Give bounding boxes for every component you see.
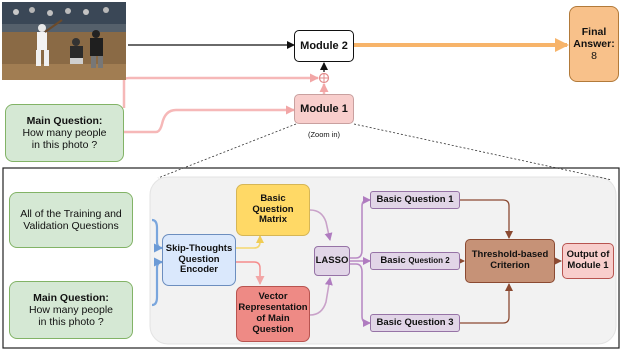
concat-circle-icon <box>318 72 330 84</box>
encoder-line2: Question <box>178 253 220 265</box>
zoom-in-label: (Zoom in) <box>307 129 341 139</box>
training-questions-box: All of the Training and Validation Quest… <box>9 192 133 248</box>
training-questions-line1: All of the Training and <box>20 207 122 220</box>
arrow-vector-to-lasso <box>309 277 333 316</box>
encoder-line3: Encoder <box>179 264 218 276</box>
arrow-lasso-to-bq3 <box>350 263 371 327</box>
vector-line2: Representation <box>238 302 308 314</box>
arrow-encoder-to-vector <box>236 261 265 285</box>
module-1-box: Module 1 <box>294 94 354 124</box>
lasso-label: LASSO <box>315 254 349 266</box>
matrix-line1: Basic <box>260 192 286 204</box>
basic-question-2-label-main: Basic <box>380 254 409 266</box>
arrow-encoder-to-matrix <box>236 235 264 249</box>
output-module1-box: Output of Module 1 <box>562 243 614 279</box>
basic-question-3-label: Basic Question 3 <box>376 316 454 328</box>
vector-representation-box: Vector Representation of Main Question <box>236 286 310 342</box>
baseball-scene-image <box>2 2 126 80</box>
matrix-line3: Matrix <box>259 214 287 226</box>
baseball-photo <box>2 2 126 80</box>
main-question-top-title: Main Question: <box>26 114 103 127</box>
matrix-line2: Question <box>252 203 294 215</box>
zoom-line-left <box>157 123 297 179</box>
main-question-top-line1: How many people <box>22 126 107 139</box>
arrow-bq3-to-criterion <box>460 283 513 324</box>
main-question-bottom-line1: How many people <box>28 303 114 316</box>
lasso-box: LASSO <box>314 246 350 276</box>
basic-question-2-box: Basic Question 2 <box>370 252 460 270</box>
module-1-label: Module 1 <box>300 102 348 115</box>
threshold-criterion-box: Threshold-based Criterion <box>465 239 555 283</box>
basic-question-matrix-box: Basic Question Matrix <box>236 184 310 236</box>
main-question-bottom-box: Main Question: How many people in this p… <box>9 281 133 339</box>
main-question-bottom-line2: in this photo ? <box>38 316 104 329</box>
vector-line3: of Main <box>256 313 290 324</box>
basic-question-2-label-small: Question 2 <box>408 256 450 266</box>
arrow-question-to-concat <box>122 73 319 108</box>
main-question-top-box: Main Question: How many people in this p… <box>5 104 124 162</box>
vector-line1: Vector <box>258 291 288 303</box>
basic-question-1-label: Basic Question 1 <box>376 193 454 205</box>
output-line2: Module 1 <box>567 260 609 271</box>
criterion-line1: Threshold-based <box>471 249 549 261</box>
output-line1: Output of <box>566 249 610 261</box>
arrow-matrix-to-lasso <box>309 209 333 241</box>
zoom-in-caption: (Zoom in) <box>294 128 354 142</box>
module-2-box: Module 2 <box>294 30 354 62</box>
zoom-line-right <box>353 123 613 181</box>
final-answer-title-line2: Answer: <box>573 37 615 50</box>
module-2-label: Module 2 <box>300 39 348 52</box>
final-answer-box: Final Answer: 8 <box>569 6 619 82</box>
arrow-lasso-to-bq1 <box>350 196 371 259</box>
skip-thoughts-encoder-box: Skip-Thoughts Question Encoder <box>162 234 236 286</box>
basic-question-3-box: Basic Question 3 <box>370 314 460 332</box>
main-question-top-line2: in this photo ? <box>31 139 98 152</box>
vector-line4: Question <box>252 323 294 335</box>
arrow-mainq-to-encoder <box>151 257 163 307</box>
training-questions-line2: Validation Questions <box>23 220 119 232</box>
encoder-line1: Skip-Thoughts <box>165 242 233 254</box>
final-answer-value: 8 <box>591 50 597 63</box>
arrow-question-to-module1 <box>124 105 295 134</box>
final-answer-title-line1: Final <box>581 25 607 38</box>
arrow-bq1-to-criterion <box>460 199 513 239</box>
arrow-training-to-encoder <box>151 218 163 253</box>
criterion-line2: Criterion <box>490 260 530 271</box>
basic-question-1-box: Basic Question 1 <box>370 191 460 209</box>
main-question-bottom-title: Main Question: <box>33 291 109 304</box>
